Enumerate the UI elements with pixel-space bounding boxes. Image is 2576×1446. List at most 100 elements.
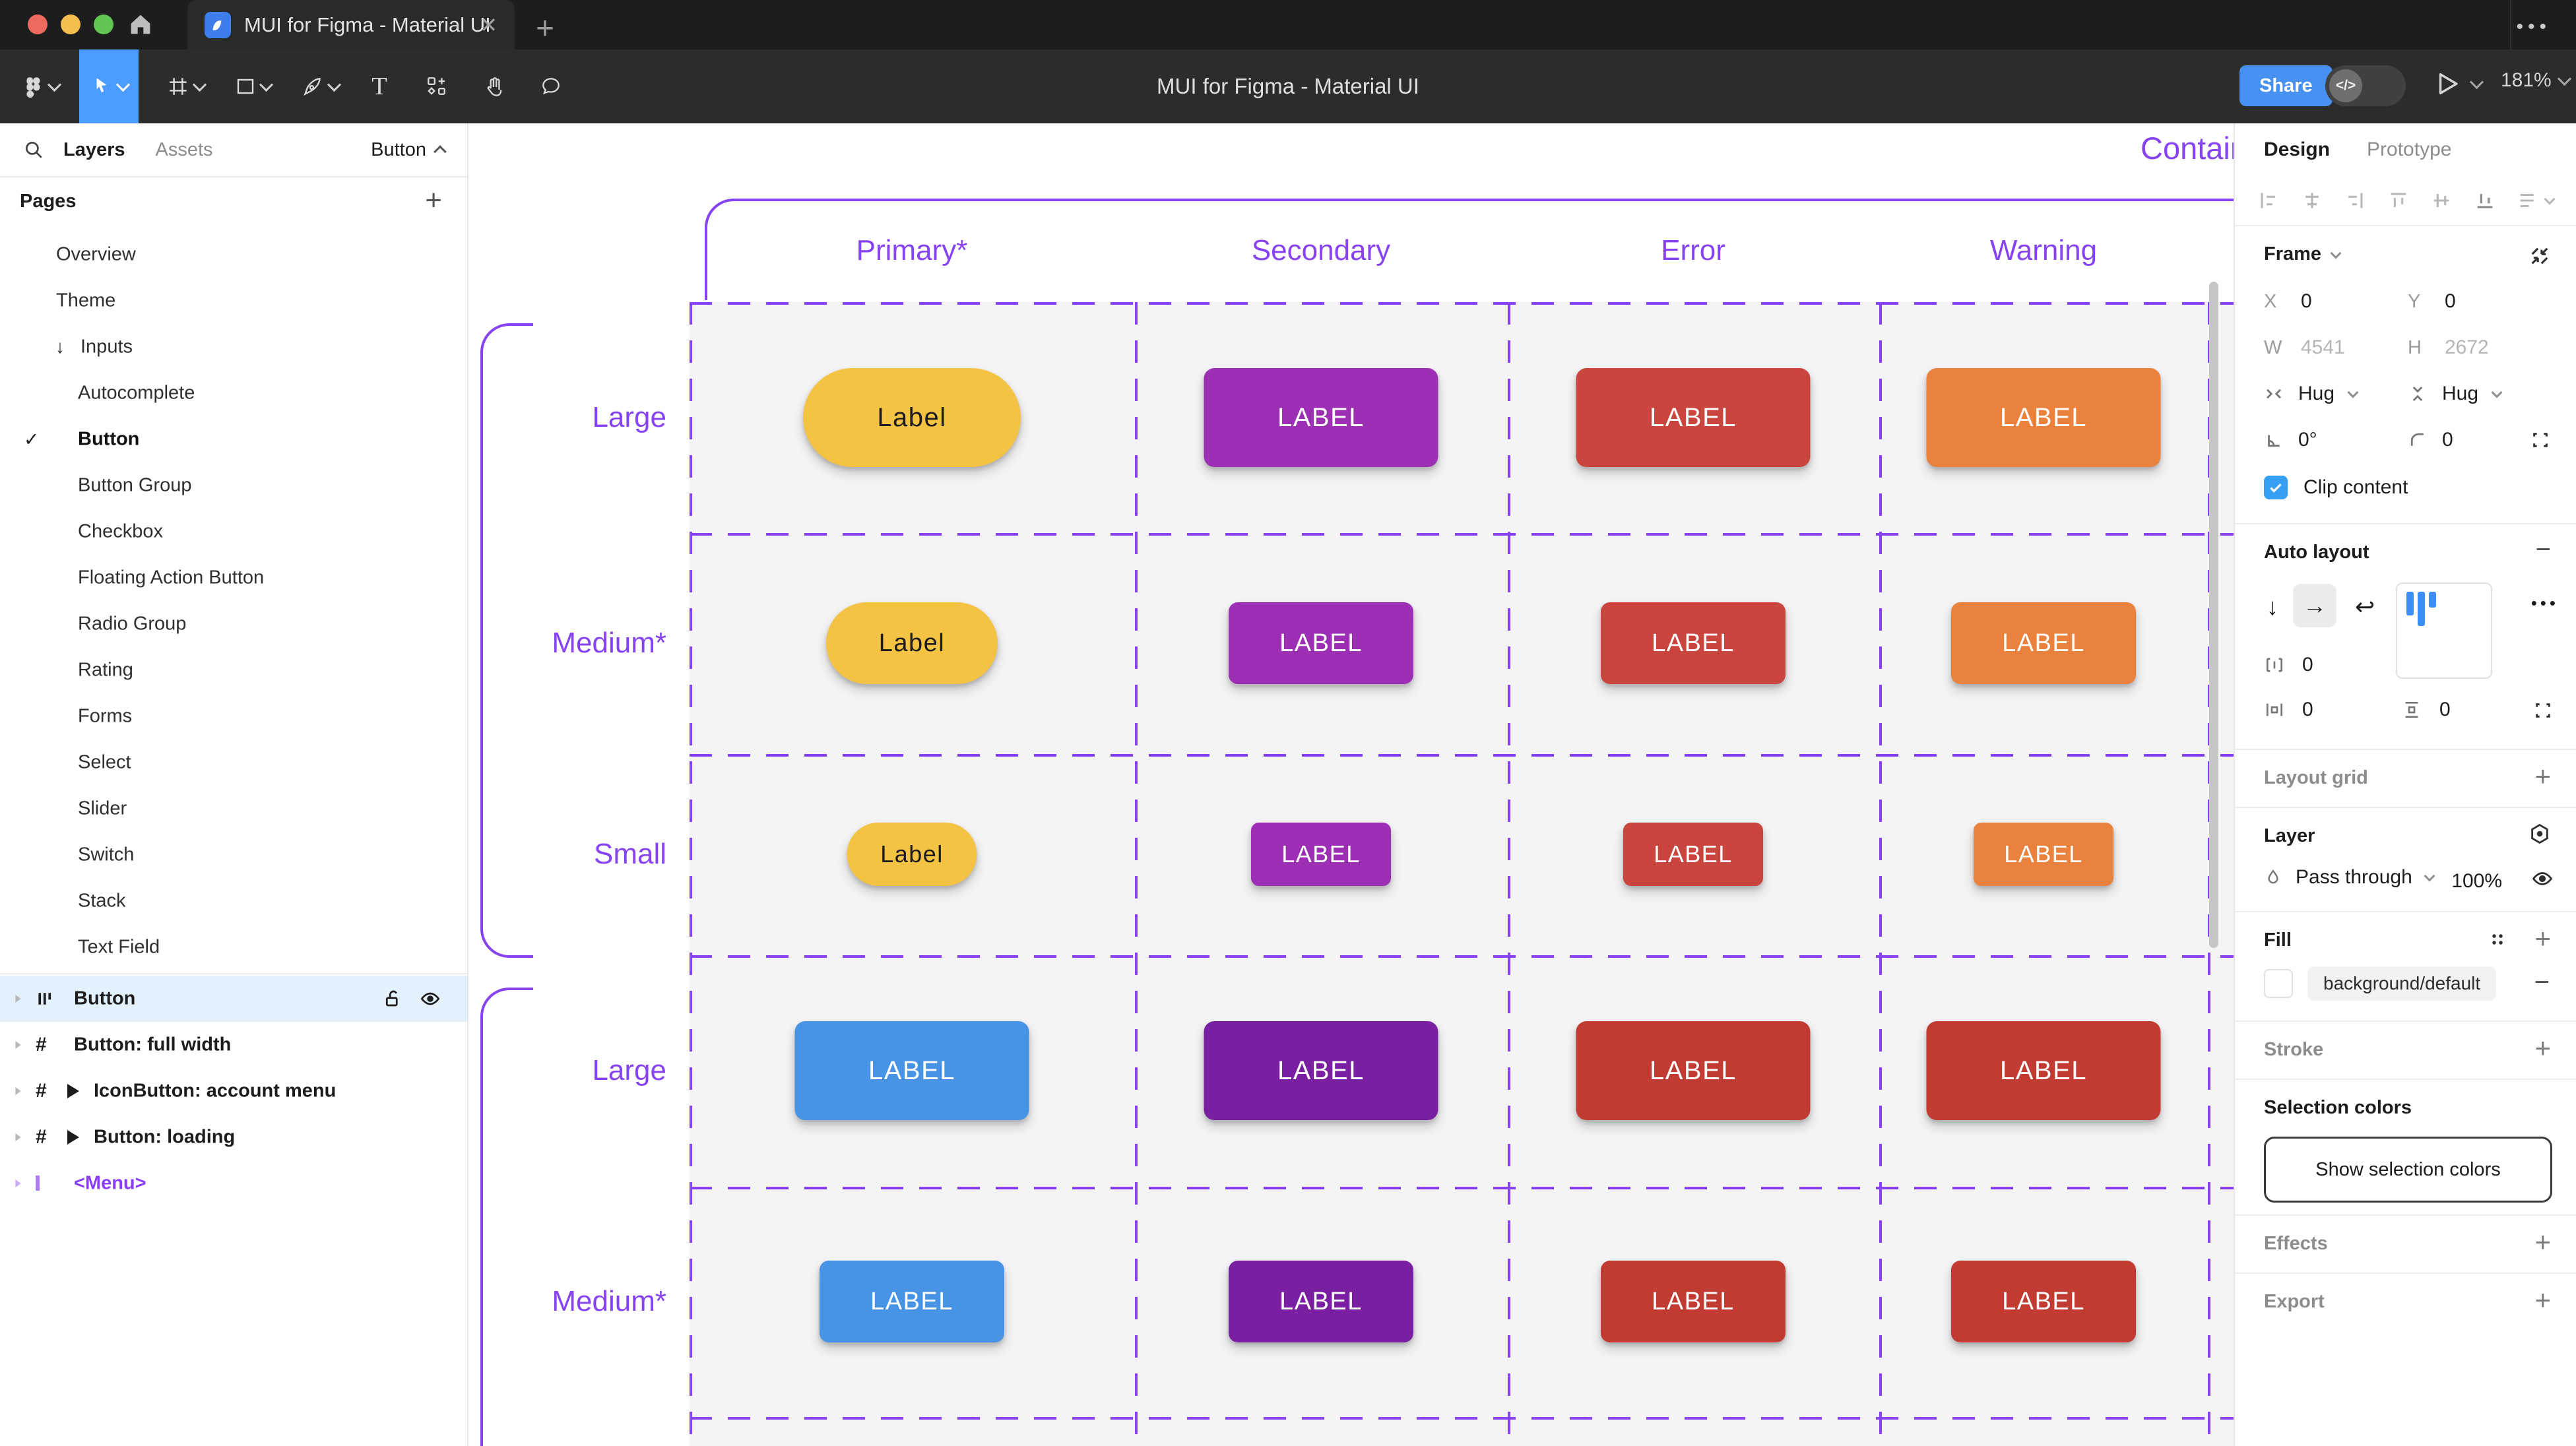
page-item-button-group[interactable]: Button Group: [0, 462, 467, 509]
page-item-slider[interactable]: Slider: [0, 786, 467, 832]
page-item-overview[interactable]: Overview: [0, 232, 467, 278]
caret-right-icon[interactable]: [15, 1133, 21, 1141]
tab-prototype[interactable]: Prototype: [2367, 139, 2452, 160]
caret-right-icon[interactable]: [15, 1179, 21, 1187]
canvas-button-small-3[interactable]: LABEL: [1974, 823, 2113, 886]
add-layout-grid-icon[interactable]: +: [2534, 761, 2551, 792]
page-item-switch[interactable]: Switch: [0, 832, 467, 878]
pen-tool-button[interactable]: [290, 49, 350, 123]
zoom-menu[interactable]: 181%: [2501, 69, 2571, 92]
page-item-rating[interactable]: Rating: [0, 647, 467, 693]
direction-horizontal-button[interactable]: →: [2293, 584, 2336, 627]
page-item-autocomplete[interactable]: Autocomplete: [0, 370, 467, 416]
add-page-icon[interactable]: +: [425, 184, 442, 216]
page-item-theme[interactable]: Theme: [0, 278, 467, 324]
frame-tool-button[interactable]: [156, 49, 215, 123]
distribute-menu[interactable]: [2517, 189, 2556, 212]
main-menu-button[interactable]: [12, 49, 69, 123]
page-item-text-field[interactable]: Text Field: [0, 924, 467, 970]
search-icon[interactable]: [22, 139, 45, 161]
canvas-button-large-0[interactable]: Label: [803, 368, 1021, 467]
add-fill-icon[interactable]: +: [2534, 923, 2551, 954]
gap-field[interactable]: 0: [2264, 654, 2313, 676]
x-input[interactable]: 0: [2301, 290, 2312, 312]
page-item-radio-group[interactable]: Radio Group: [0, 601, 467, 647]
page-item-inputs[interactable]: ↓Inputs: [0, 324, 467, 370]
canvas-button-small-1[interactable]: LABEL: [1251, 823, 1391, 886]
page-item-checkbox[interactable]: Checkbox: [0, 509, 467, 555]
window-minimize-button[interactable]: [61, 15, 80, 34]
remove-auto-layout-icon[interactable]: −: [2535, 535, 2551, 564]
align-left-icon[interactable]: [2257, 189, 2280, 212]
canvas-button-large-0[interactable]: LABEL: [794, 1021, 1029, 1120]
show-selection-colors-button[interactable]: Show selection colors: [2264, 1137, 2552, 1203]
resources-tool-button[interactable]: [412, 49, 462, 123]
rotation-input[interactable]: 0°: [2298, 429, 2317, 451]
canvas-button-medium-0[interactable]: LABEL: [820, 1261, 1004, 1342]
layer-row-iconbutton-account-menu[interactable]: #IconButton: account menu: [0, 1068, 467, 1114]
move-tool-button[interactable]: [79, 49, 139, 123]
canvas-scrollbar[interactable]: [2209, 282, 2218, 948]
corner-radius-input[interactable]: 0: [2442, 429, 2453, 451]
tab-assets[interactable]: Assets: [155, 139, 213, 160]
canvas-button-large-1[interactable]: LABEL: [1204, 1021, 1438, 1120]
canvas-button-medium-0[interactable]: Label: [826, 602, 998, 684]
layer-row-button[interactable]: Button: [0, 976, 467, 1022]
page-item-select[interactable]: Select: [0, 739, 467, 786]
auto-layout-more-icon[interactable]: •••: [2530, 593, 2559, 613]
blend-mode-select[interactable]: Pass through: [2296, 866, 2412, 888]
text-tool-button[interactable]: T: [356, 49, 402, 123]
opacity-value[interactable]: 100%: [2451, 870, 2502, 892]
caret-right-icon[interactable]: [15, 1041, 21, 1049]
height-input[interactable]: 2672: [2445, 336, 2489, 358]
remove-fill-icon[interactable]: −: [2534, 968, 2550, 997]
page-selector[interactable]: Button: [371, 139, 447, 161]
align-horizontal-center-icon[interactable]: [2301, 189, 2323, 212]
file-tab[interactable]: MUI for Figma - Material UI ✕: [187, 0, 515, 49]
page-item-floating-action-button[interactable]: Floating Action Button: [0, 555, 467, 601]
unlock-icon[interactable]: [383, 989, 402, 1009]
share-button[interactable]: Share: [2239, 65, 2333, 106]
canvas-button-large-2[interactable]: LABEL: [1576, 368, 1811, 467]
comment-tool-button[interactable]: [527, 49, 575, 123]
padding-horizontal-field[interactable]: 0: [2264, 699, 2313, 721]
blend-mode-icon[interactable]: [2528, 823, 2551, 845]
wrap-button[interactable]: ↩: [2355, 593, 2375, 620]
direction-vertical-button[interactable]: ↓: [2267, 593, 2278, 620]
caret-right-icon[interactable]: [15, 995, 21, 1003]
align-top-icon[interactable]: [2387, 189, 2410, 212]
fill-swatch[interactable]: [2264, 969, 2293, 998]
canvas-button-medium-3[interactable]: LABEL: [1951, 1261, 2136, 1342]
y-input[interactable]: 0: [2445, 290, 2456, 312]
add-export-icon[interactable]: +: [2534, 1284, 2551, 1315]
tab-design[interactable]: Design: [2264, 139, 2331, 160]
eye-icon[interactable]: [420, 988, 441, 1009]
shape-tool-button[interactable]: [223, 49, 282, 123]
home-icon[interactable]: [125, 9, 156, 40]
layer-row-button-full-width[interactable]: #Button: full width: [0, 1022, 467, 1068]
present-button[interactable]: [2435, 71, 2484, 97]
collapse-icon[interactable]: [2528, 245, 2551, 267]
clip-content-checkbox[interactable]: [2264, 476, 2288, 499]
canvas-button-medium-3[interactable]: LABEL: [1951, 602, 2136, 684]
align-right-icon[interactable]: [2344, 189, 2366, 212]
add-effect-icon[interactable]: +: [2534, 1226, 2551, 1257]
overflow-menu-icon[interactable]: •••: [2516, 16, 2551, 38]
expand-arrow-icon[interactable]: ↓: [55, 336, 65, 357]
canvas-button-medium-1[interactable]: LABEL: [1229, 1261, 1413, 1342]
page-item-stack[interactable]: Stack: [0, 878, 467, 924]
padding-vertical-field[interactable]: 0: [2401, 699, 2451, 721]
window-zoom-button[interactable]: [94, 15, 113, 34]
canvas-button-medium-2[interactable]: LABEL: [1601, 1261, 1786, 1342]
add-stroke-icon[interactable]: +: [2534, 1032, 2551, 1063]
new-tab-icon[interactable]: +: [536, 11, 555, 46]
page-item-forms[interactable]: Forms: [0, 693, 467, 739]
visibility-eye-icon[interactable]: [2531, 867, 2554, 890]
align-vertical-center-icon[interactable]: [2430, 189, 2453, 212]
independent-padding-icon[interactable]: [2532, 700, 2554, 721]
align-bottom-icon[interactable]: [2474, 189, 2496, 212]
window-close-button[interactable]: [28, 15, 48, 34]
canvas-button-small-0[interactable]: Label: [847, 823, 977, 886]
styles-icon[interactable]: [2488, 929, 2507, 949]
